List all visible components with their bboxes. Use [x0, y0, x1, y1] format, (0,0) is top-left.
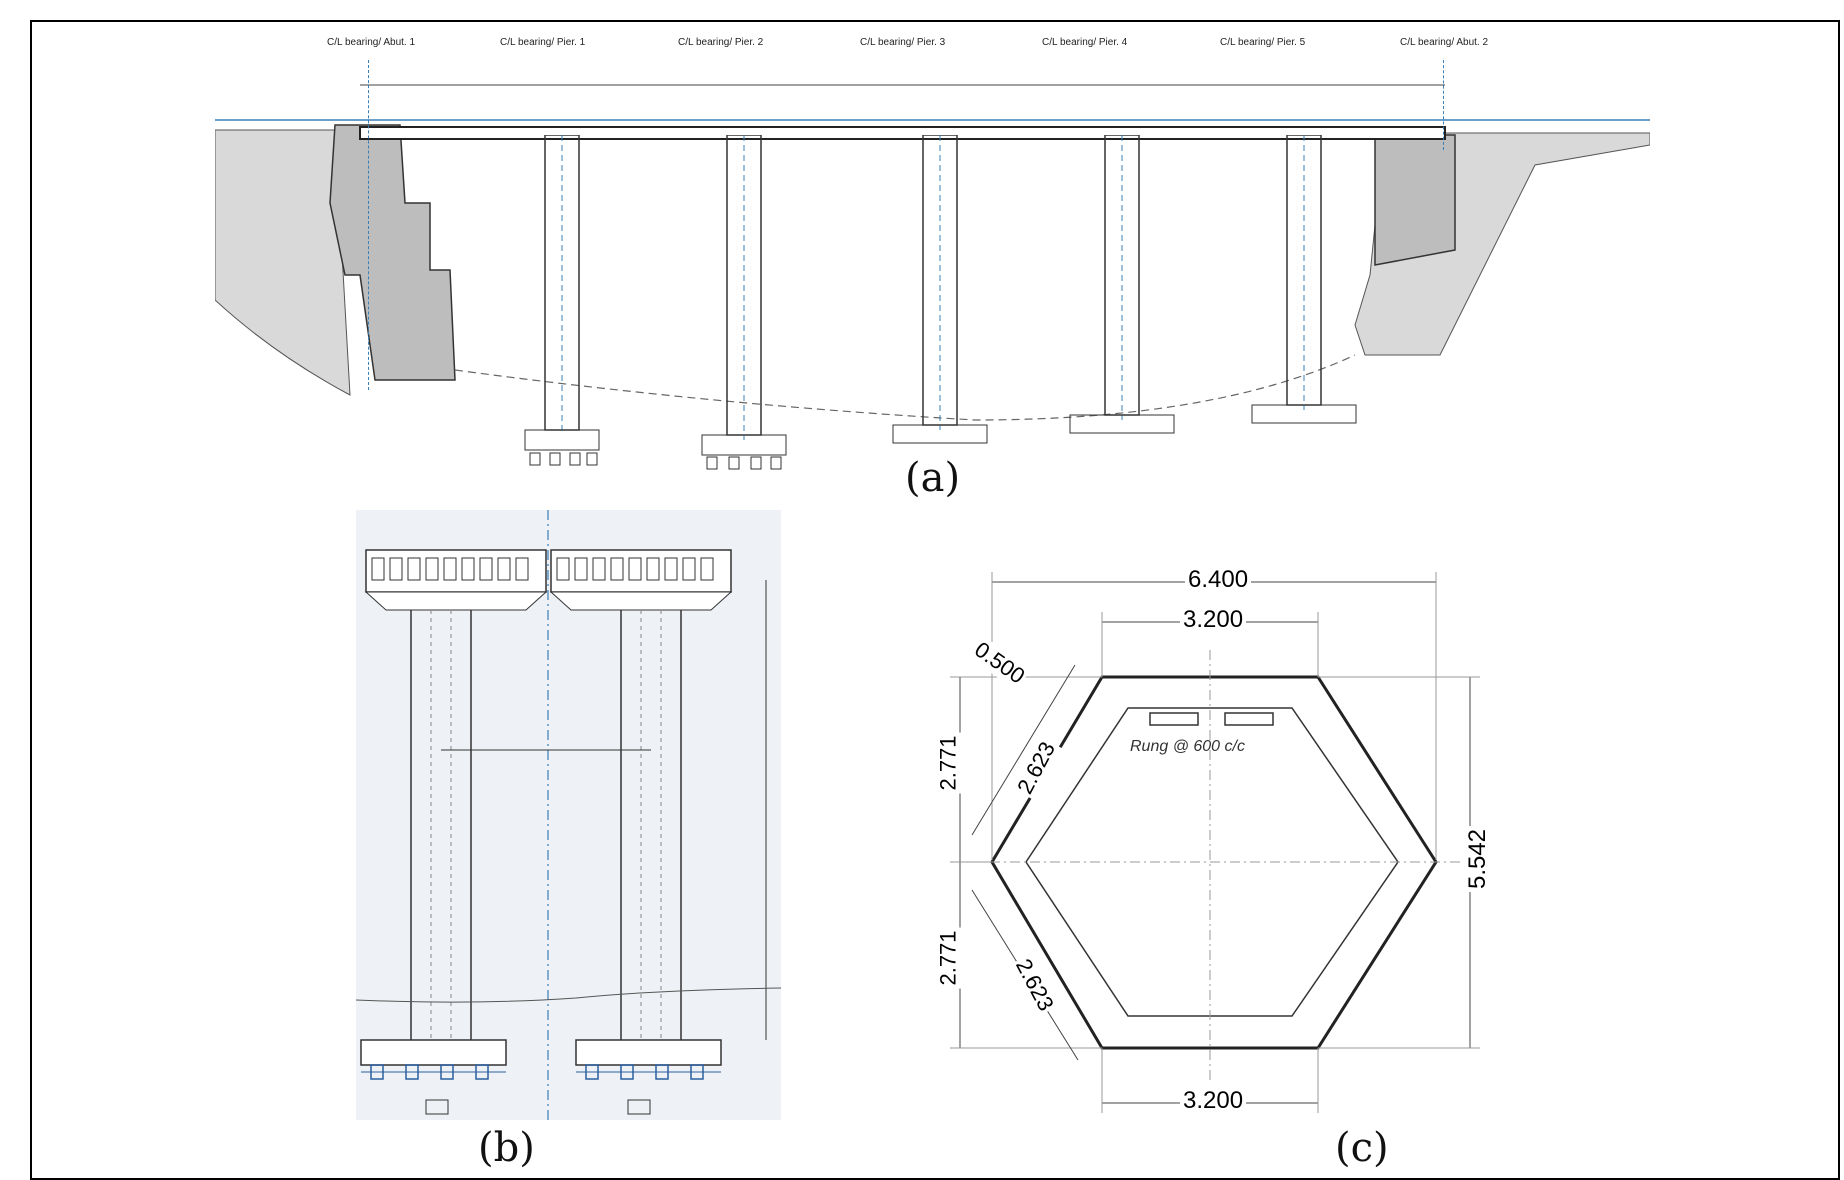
caption-a: (a)	[905, 455, 961, 501]
bearing-label-pier-3: C/L bearing/ Pier. 3	[860, 37, 946, 48]
dim-top-inner: 3.200	[1180, 606, 1247, 634]
panel-b-pier-section	[355, 510, 782, 1120]
dim-upper-left: 2.771	[935, 732, 962, 794]
hexagon-section-drawing	[950, 572, 1480, 1113]
bearing-label-abut-2: C/L bearing/ Abut. 2	[1400, 37, 1489, 48]
panel-a-bridge-elevation: C/L bearing/ Abut. 1 C/L bearing/ Pier. …	[214, 25, 1651, 470]
bridge-elevation-drawing	[214, 84, 1651, 421]
bridge-deck	[359, 126, 1446, 140]
dim-bottom: 3.200	[1180, 1087, 1247, 1115]
ground-profile	[454, 354, 1356, 421]
pier-section-drawing	[355, 510, 782, 1120]
pier-3	[883, 134, 993, 459]
rung-note: Rung @ 600 c/c	[1130, 738, 1245, 755]
panel-c-hexagon-section: 6.400 3.200 3.200 5.542 2.771 2.771 0.50…	[930, 560, 1530, 1120]
bearing-label-pier-2: C/L bearing/ Pier. 2	[678, 37, 764, 48]
centerline-abut-2	[1443, 60, 1444, 150]
abutment-2	[1374, 134, 1456, 266]
bearing-label-pier-1: C/L bearing/ Pier. 1	[500, 37, 586, 48]
abutment-1	[329, 124, 456, 381]
left-embankment	[214, 129, 351, 396]
caption-b: (b)	[478, 1125, 535, 1171]
centerline-abut-1	[368, 60, 369, 390]
caption-c: (c)	[1335, 1125, 1389, 1171]
bearing-label-pier-4: C/L bearing/ Pier. 4	[1042, 37, 1128, 48]
pier-5	[1247, 134, 1357, 439]
dim-right: 5.542	[1464, 825, 1493, 893]
pier-4	[1065, 134, 1175, 449]
bearing-label-abut-1: C/L bearing/ Abut. 1	[327, 37, 416, 48]
pier-2	[697, 134, 797, 479]
dim-top-outer: 6.400	[1185, 566, 1252, 594]
bearing-label-pier-5: C/L bearing/ Pier. 5	[1220, 37, 1306, 48]
pier-1	[515, 134, 605, 479]
dim-lower-left: 2.771	[935, 927, 962, 989]
